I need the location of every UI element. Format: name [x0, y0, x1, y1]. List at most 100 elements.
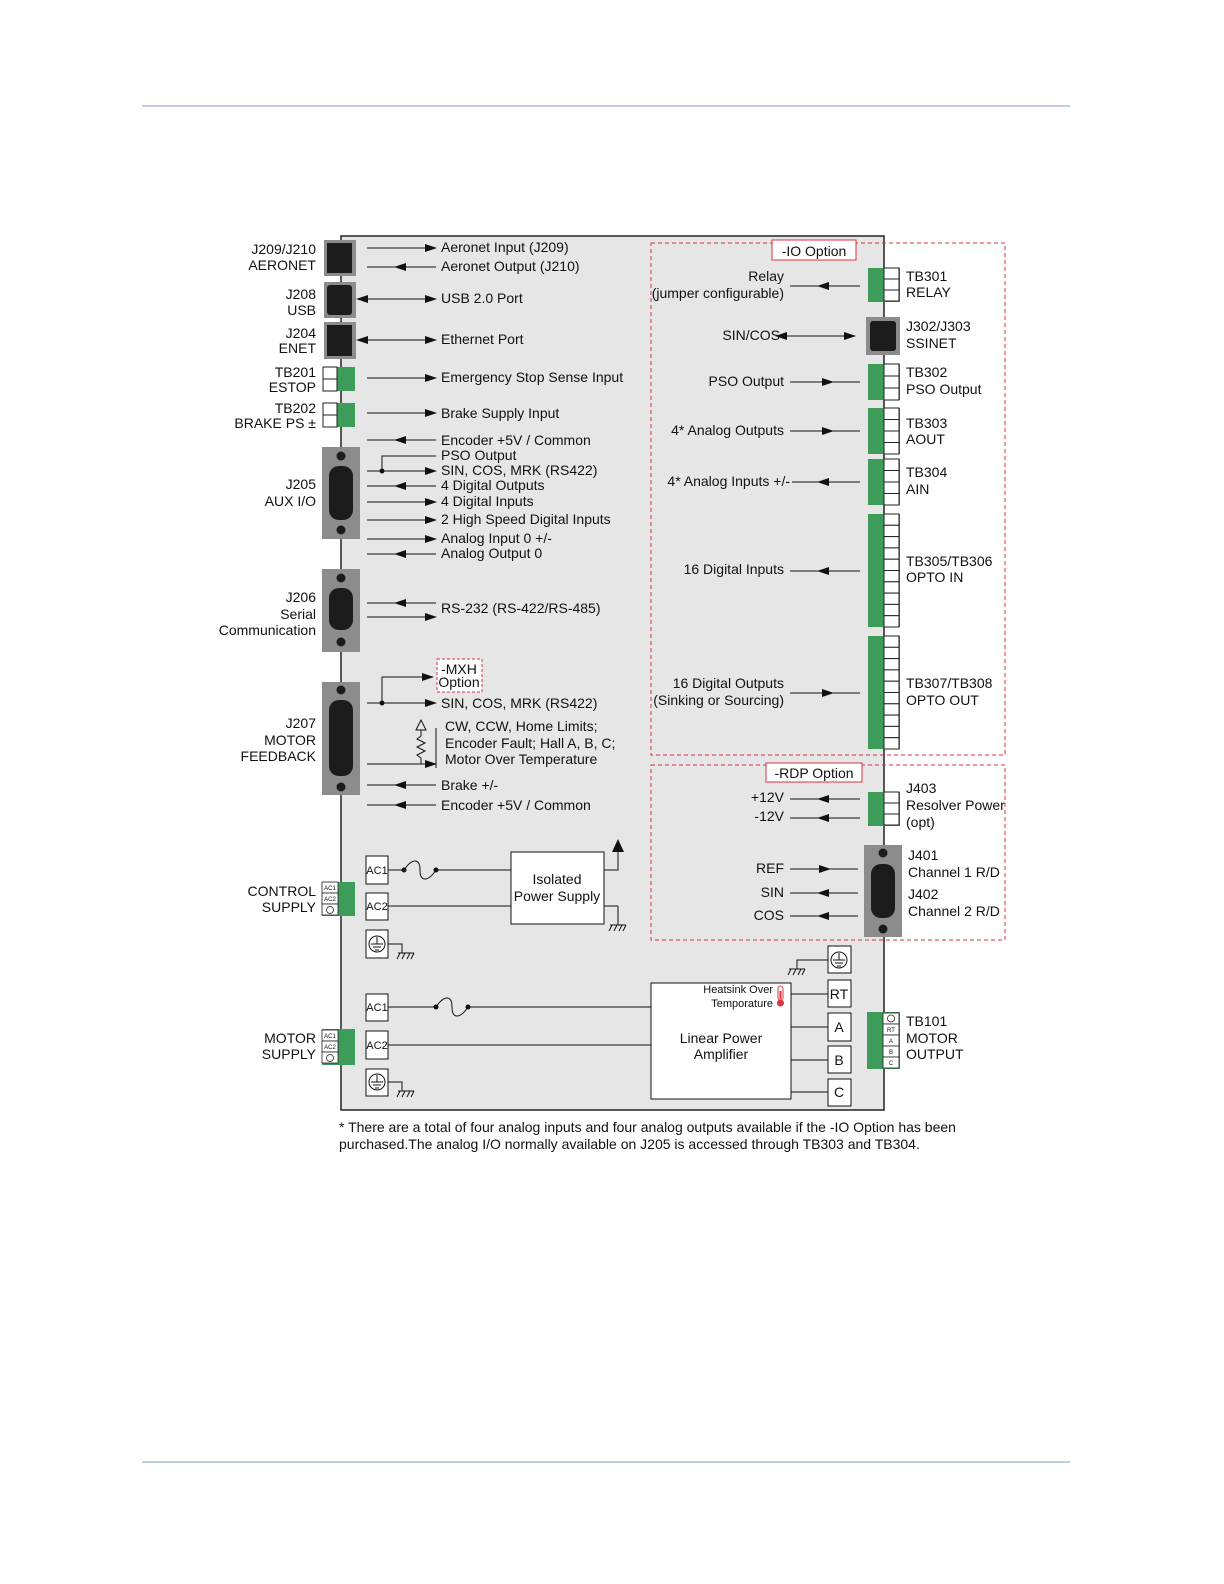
j205-signal-4: 4 Digital Outputs: [441, 477, 545, 493]
rdp-option-title-box: [765, 762, 863, 783]
b-pin-label: B: [834, 1052, 843, 1068]
j403-sublabel: Resolver Power: [906, 797, 1005, 813]
tb302-terminal: [868, 363, 900, 401]
mxh-option-sublabel: Option: [438, 674, 479, 690]
ms-pin-ac1: AC1: [324, 1034, 336, 1040]
j302-connector: [866, 317, 900, 355]
tb302-label: TB302: [906, 364, 947, 380]
j401-connector: [864, 845, 902, 937]
isolated-supply-sublabel: Power Supply: [514, 888, 600, 904]
terminal-pin: [883, 547, 900, 560]
io-option-title: -IO Option: [782, 243, 847, 259]
j401-label: J401: [908, 847, 939, 863]
terminal-pin: [883, 513, 900, 526]
j205-signal-8: Analog Output 0: [441, 545, 542, 561]
rs232-label: RS-232 (RS-422/RS-485): [441, 600, 601, 616]
tb305-label: TB305/TB306: [906, 553, 993, 569]
a-pin-label: A: [834, 1019, 844, 1035]
j208-label: J208: [286, 286, 317, 302]
controller-board: [340, 235, 885, 1111]
j208-sublabel: USB: [287, 302, 316, 318]
terminal-pin: [883, 703, 900, 716]
sincos-label: SIN/COS: [722, 327, 780, 343]
j205-sublabel: AUX I/O: [265, 493, 316, 509]
terminal-pin: [883, 692, 900, 705]
terminal-pin: [883, 646, 900, 660]
tb101-terminal: [867, 1012, 900, 1069]
tb303-terminal: [868, 407, 900, 455]
j209-connector: [327, 243, 352, 273]
j205-signal-6: 2 High Speed Digital Inputs: [441, 511, 611, 527]
limits-label-3: Motor Over Temperature: [445, 751, 597, 767]
ms-earth-icon: [368, 1073, 386, 1091]
analog-inputs-label: 4* Analog Inputs +/-: [667, 473, 790, 489]
j209-sublabel: AERONET: [248, 257, 316, 273]
tb304-sublabel: AIN: [906, 481, 929, 497]
pso-output-label: PSO Output: [709, 373, 785, 389]
rdp-sin-label: SIN: [761, 884, 784, 900]
j206-sublabel-2: Communication: [219, 622, 316, 638]
cs-earth-icon: [368, 935, 386, 953]
terminal-pin: [883, 635, 900, 648]
tb202-sublabel: BRAKE PS ±: [234, 415, 316, 431]
terminal-pin: [883, 603, 900, 617]
j402-sublabel: Channel 2 R/D: [908, 903, 1000, 919]
terminal-pin: [883, 714, 900, 727]
motor-supply-label: MOTOR: [264, 1030, 316, 1046]
ms-ac2-label: AC2: [366, 1040, 387, 1052]
cs-fuse-icon: [403, 860, 437, 880]
output-arrow-icon: [612, 839, 624, 852]
j207-label: J207: [286, 715, 317, 731]
terminal-pin: [883, 536, 900, 549]
j206-sublabel: Serial: [280, 606, 316, 622]
j205-signal-7: Analog Input 0 +/-: [441, 530, 552, 546]
linear-power-amplifier-box: [650, 982, 792, 1100]
mxh-option-label: -MXH: [441, 661, 477, 677]
brake-supply-label: Brake Supply Input: [441, 405, 559, 421]
tb307-terminal: [868, 635, 900, 750]
rdp-arrows: [790, 795, 860, 920]
j204-connector: [327, 325, 352, 356]
minus12v-label: -12V: [754, 808, 784, 824]
tb301-sublabel: RELAY: [906, 284, 952, 300]
io-option-title-box: [771, 239, 857, 261]
usb-port-label: USB 2.0 Port: [441, 290, 523, 306]
pullup-resistor-icon: [415, 718, 427, 764]
digital-outputs-label: 16 Digital Outputs: [673, 675, 784, 691]
tb101-pin-c: C: [889, 1061, 894, 1067]
motor-supply-sublabel: SUPPLY: [262, 1046, 317, 1062]
tb305-terminal: [868, 513, 900, 628]
tb307-sublabel: OPTO OUT: [906, 692, 979, 708]
j209-label: J209/J210: [251, 241, 316, 257]
terminal-pin: [883, 725, 900, 739]
footnote-line-2: purchased.The analog I/O normally availa…: [339, 1136, 920, 1152]
terminal-pin: [883, 558, 900, 572]
tb101-label: TB101: [906, 1013, 947, 1029]
digital-inputs-label: 16 Digital Inputs: [684, 561, 784, 577]
j205-connector: [329, 466, 353, 520]
j207-sin-cos-label: SIN, COS, MRK (RS422): [441, 695, 597, 711]
tb101-pin-b: B: [889, 1050, 893, 1056]
terminal-pin: [883, 615, 900, 628]
left-signal-arrows: [356, 244, 437, 809]
j206-connector: [329, 588, 353, 630]
terminal-pin: [883, 581, 900, 594]
motor-earth-icon: [830, 951, 848, 969]
terminal-pin: [883, 737, 900, 750]
rdp-cos-label: COS: [754, 907, 784, 923]
cs-pin-ac1: AC1: [324, 886, 336, 892]
tb304-label: TB304: [906, 464, 947, 480]
j403-terminal: [868, 791, 900, 826]
terminal-pin: [883, 680, 900, 694]
aeronet-input-label: Aeronet Input (J209): [441, 239, 569, 255]
cs-ac1-label: AC1: [366, 865, 387, 877]
j205-signal-3: SIN, COS, MRK (RS422): [441, 462, 597, 478]
terminal-pin: [883, 524, 900, 538]
control-supply-sublabel: SUPPLY: [262, 899, 317, 915]
tb202-label: TB202: [275, 400, 316, 416]
estop-input-label: Emergency Stop Sense Input: [441, 369, 623, 385]
j207-sublabel: MOTOR: [264, 732, 316, 748]
plus12v-label: +12V: [751, 789, 785, 805]
footnote-line-1: * There are a total of four analog input…: [339, 1119, 956, 1135]
